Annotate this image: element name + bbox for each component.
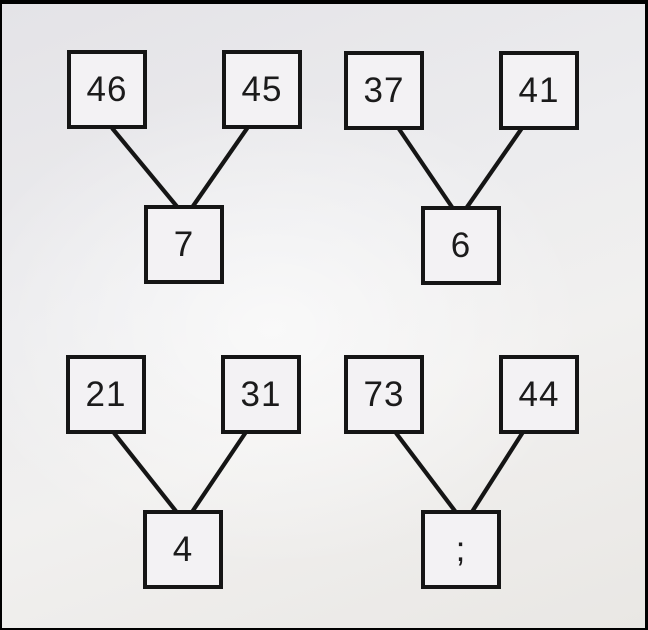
box-value: 6 — [450, 226, 472, 265]
value-box: 21 — [66, 355, 146, 434]
result-box: 7 — [144, 205, 224, 284]
box-value: ; — [455, 530, 467, 569]
value-box: 41 — [499, 51, 579, 130]
puzzle-canvas: 46 45 7 37 41 6 21 31 4 — [2, 4, 645, 628]
box-value: 7 — [173, 225, 195, 264]
box-value: 41 — [518, 71, 560, 110]
puzzle-group-top-right: 37 41 6 — [344, 51, 582, 289]
value-box: 45 — [222, 50, 302, 129]
result-box: 6 — [421, 206, 501, 285]
box-value: 37 — [363, 71, 405, 110]
value-box: 73 — [344, 355, 424, 434]
result-box-unknown: ; — [421, 510, 501, 589]
box-value: 21 — [85, 375, 127, 414]
puzzle-group-bottom-right: 73 44 ; — [344, 355, 582, 593]
value-box: 31 — [221, 355, 301, 434]
box-value: 4 — [172, 530, 194, 569]
value-box: 46 — [67, 50, 147, 129]
box-value: 31 — [240, 375, 282, 414]
value-box: 44 — [499, 355, 579, 434]
box-value: 73 — [363, 375, 405, 414]
box-value: 44 — [518, 375, 560, 414]
puzzle-group-top-left: 46 45 7 — [67, 50, 305, 288]
result-box: 4 — [143, 510, 223, 589]
box-value: 45 — [241, 70, 283, 109]
box-value: 46 — [86, 70, 128, 109]
puzzle-group-bottom-left: 21 31 4 — [66, 355, 304, 593]
value-box: 37 — [344, 51, 424, 130]
